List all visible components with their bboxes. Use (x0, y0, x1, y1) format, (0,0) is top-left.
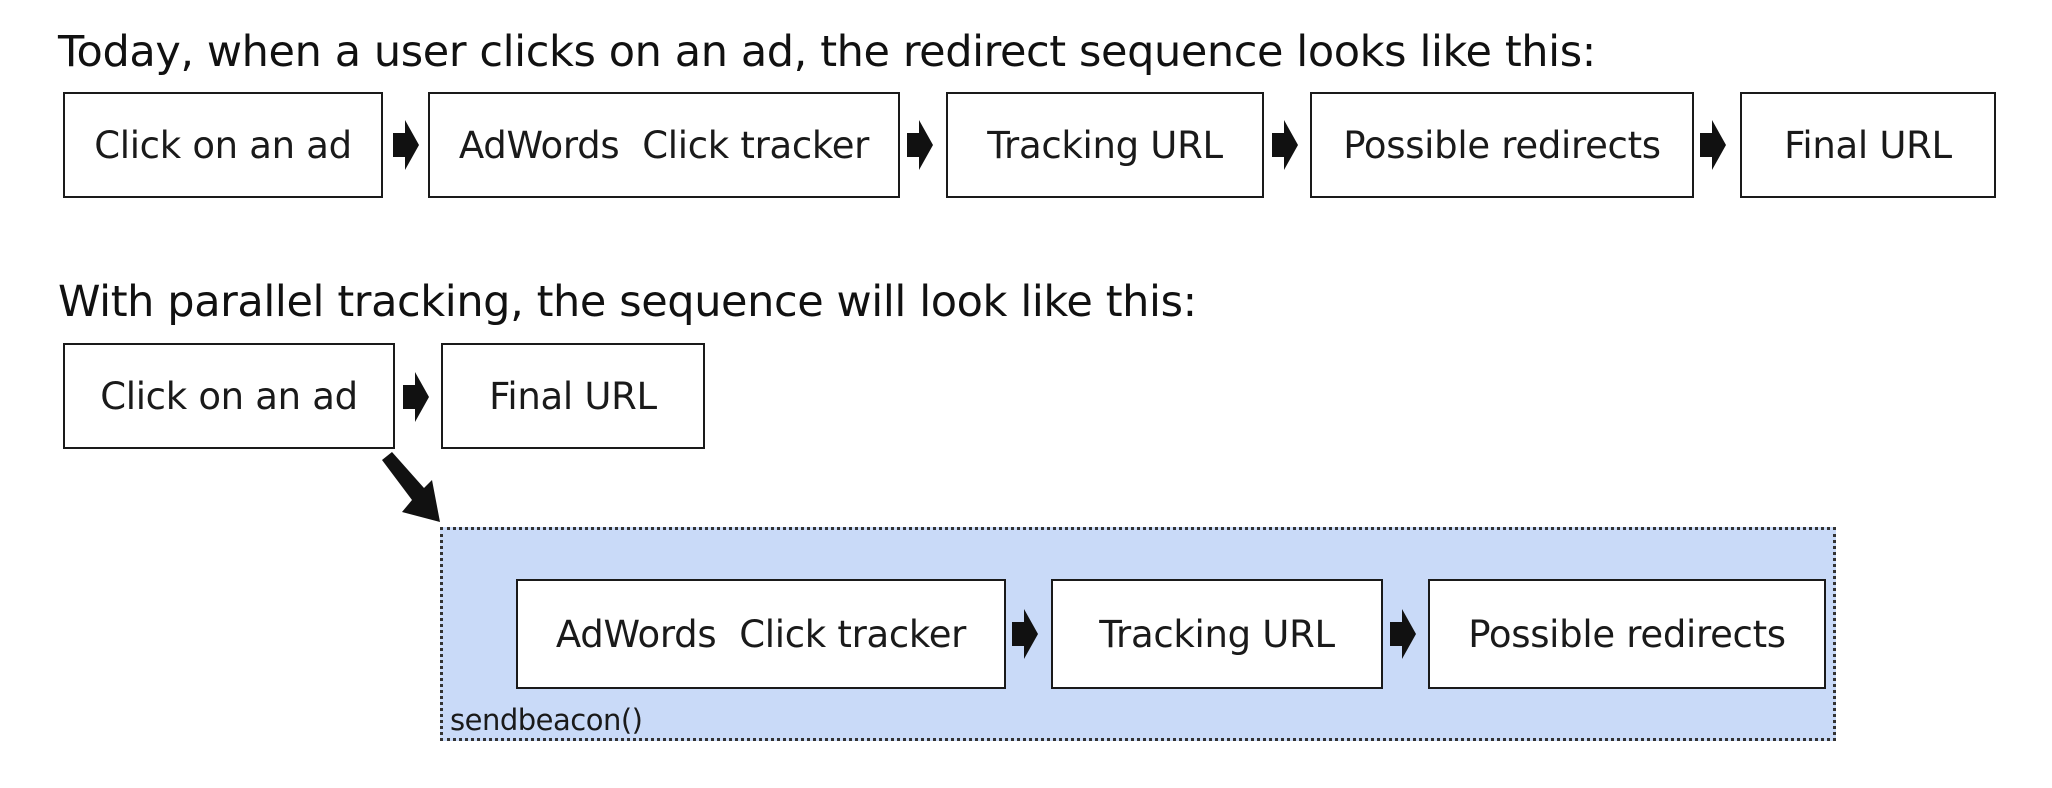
today-step-tracking-url: Tracking URL (946, 92, 1264, 198)
today-step-final-url: Final URL (1740, 92, 1996, 198)
parallel-step-final-url: Final URL (441, 343, 705, 449)
right-arrow-icon (1272, 120, 1298, 170)
right-arrow-icon (1390, 609, 1416, 659)
today-step-click-on-ad: Click on an ad (63, 92, 383, 198)
today-step-click-tracker: AdWords Click tracker (428, 92, 900, 198)
beacon-step-click-tracker: AdWords Click tracker (516, 579, 1006, 689)
parallel-step-click-on-ad: Click on an ad (63, 343, 395, 449)
heading-parallel: With parallel tracking, the sequence wil… (58, 277, 1197, 327)
beacon-step-tracking-url: Tracking URL (1051, 579, 1383, 689)
right-arrow-icon (403, 372, 429, 422)
heading-today: Today, when a user clicks on an ad, the … (58, 27, 1596, 77)
sendbeacon-label: sendbeacon() (450, 703, 643, 737)
right-arrow-icon (393, 120, 419, 170)
right-arrow-icon (1012, 609, 1038, 659)
down-right-arrow-icon (382, 452, 440, 522)
beacon-step-possible-redirects: Possible redirects (1428, 579, 1826, 689)
right-arrow-icon (907, 120, 933, 170)
today-step-possible-redirects: Possible redirects (1310, 92, 1694, 198)
right-arrow-icon (1700, 120, 1726, 170)
